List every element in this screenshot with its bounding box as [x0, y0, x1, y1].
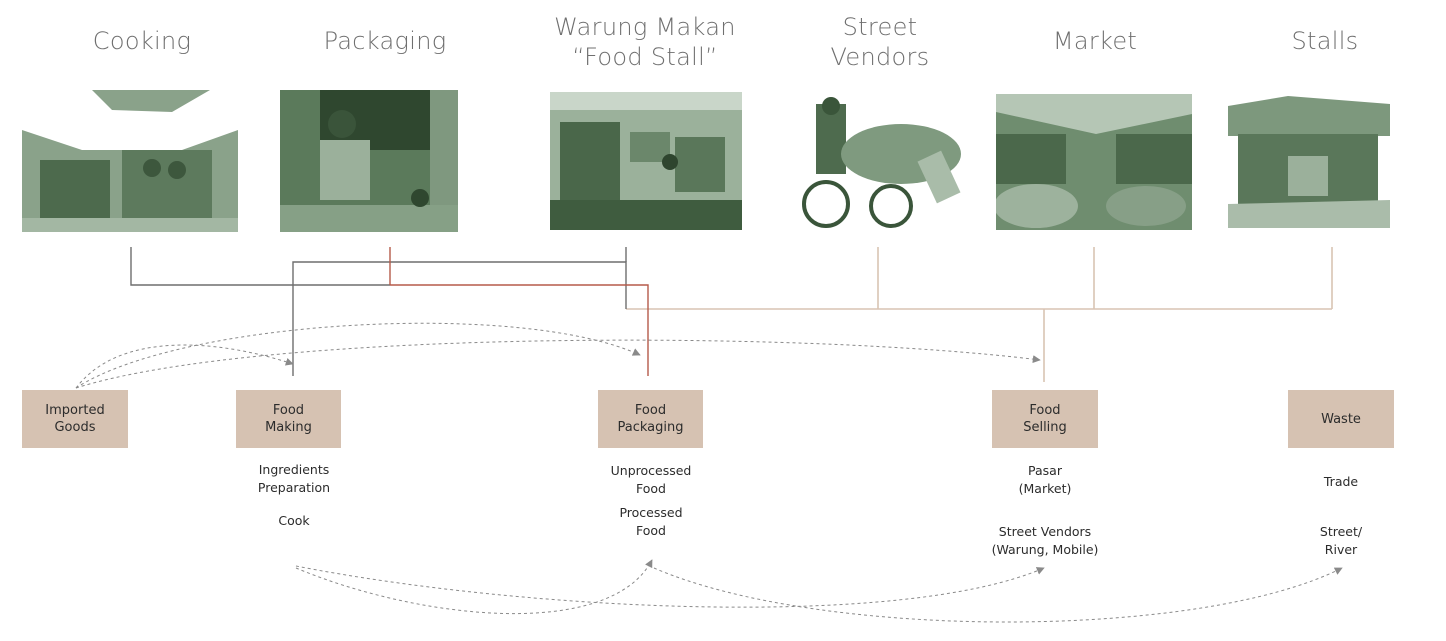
packaging-photo [280, 90, 458, 232]
tan-connector [626, 247, 1333, 382]
detail-trade: Trade [1323, 474, 1359, 489]
stall-photo [1228, 96, 1390, 228]
detail-cook: Cook [278, 513, 310, 528]
heading-stalls: Stalls [1291, 27, 1359, 55]
stage-box-imported-goods: Imported Goods [22, 390, 128, 448]
detail-unprocessed-food: Unprocessed Food [610, 463, 692, 496]
market-photo [996, 94, 1192, 230]
dashed-arrows [75, 322, 1343, 623]
heading-packaging: Packaging [323, 27, 447, 55]
stage-box-waste: Waste [1288, 390, 1394, 448]
cooking-photo [22, 90, 238, 232]
stage-box-food-selling: Food Selling [992, 390, 1098, 448]
detail-street-vendors: Street Vendors (Warung, Mobile) [991, 524, 1099, 557]
detail-pasar-market: Pasar (Market) [1018, 463, 1072, 496]
stage-box-food-packaging: Food Packaging [598, 390, 703, 448]
detail-processed-food: Processed Food [619, 505, 683, 538]
heading-market: Market [1052, 27, 1138, 55]
stage-box-food-making: Food Making [236, 390, 341, 448]
red-connector [389, 247, 649, 376]
heading-street-vendors: Street Vendors [830, 13, 930, 71]
detail-ingredients-preparation: Ingredients Preparation [257, 462, 331, 495]
detail-street-river: Street/ River [1319, 524, 1363, 557]
food-stall-photo [550, 92, 742, 230]
street-vendor-photo [796, 94, 968, 230]
heading-cooking: Cooking [92, 27, 192, 55]
gray-connector [130, 247, 627, 376]
heading-warung-makan: Warung Makan “Food Stall” [554, 13, 736, 71]
